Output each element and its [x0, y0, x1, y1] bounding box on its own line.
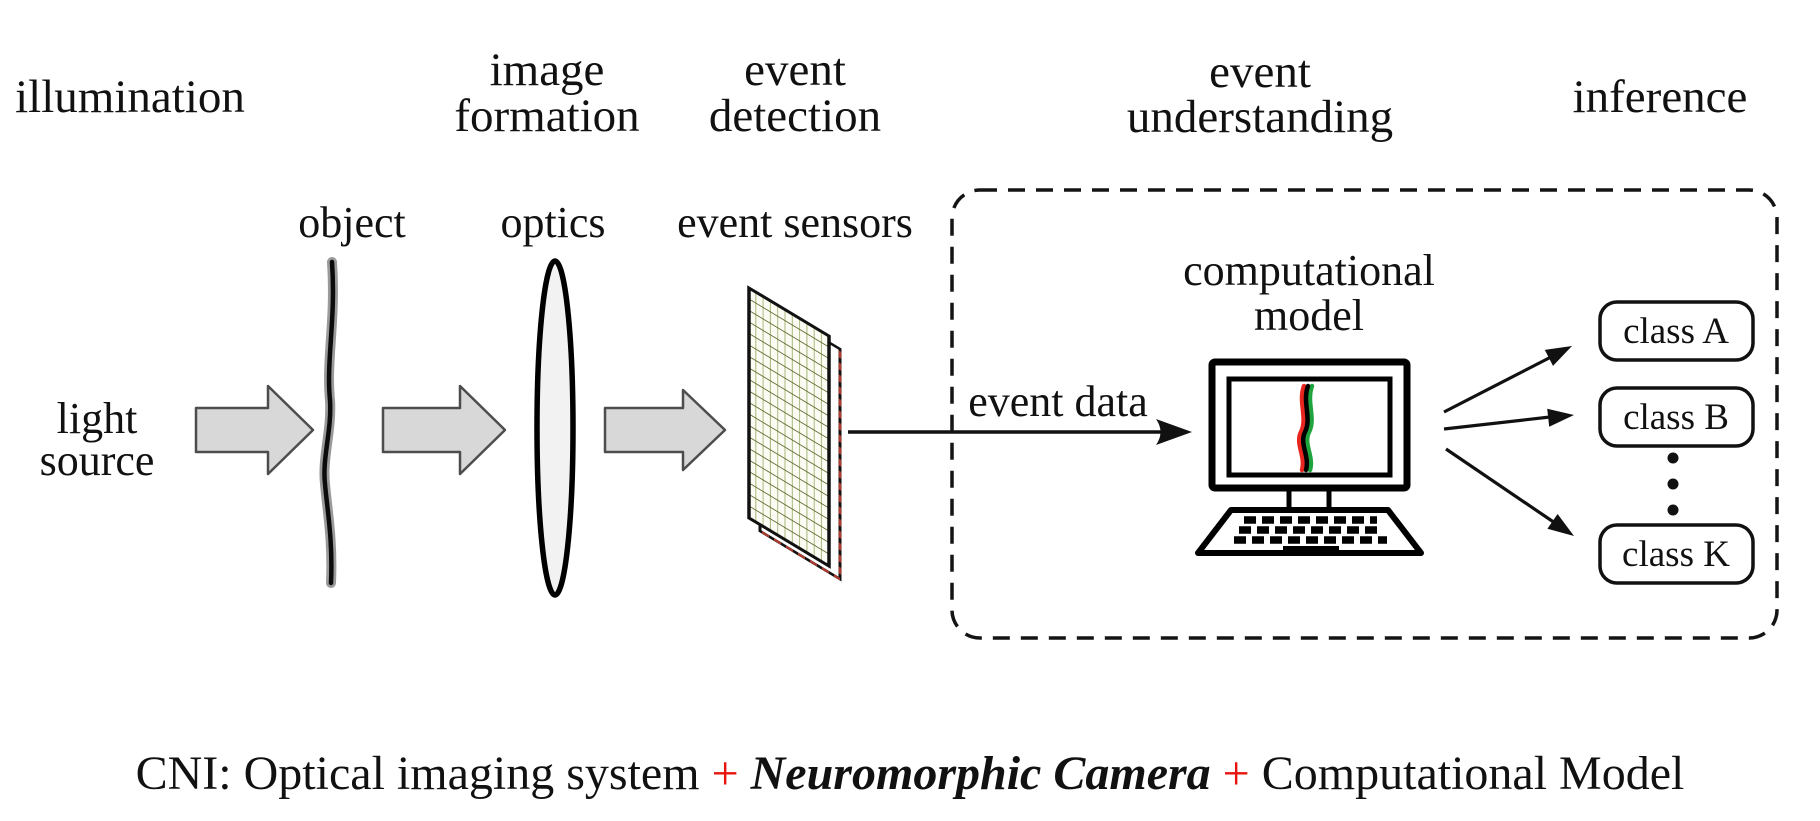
keyboard-keys: [1234, 516, 1387, 544]
pipeline-diagram: illumination image formation event detec…: [15, 44, 1779, 640]
caption-suffix: Computational Model: [1261, 747, 1685, 800]
caption-plus-1: +: [711, 747, 739, 800]
caption-plus-2: +: [1222, 747, 1250, 800]
class-fanout-arrows: [1443, 346, 1574, 536]
class-k-label: class K: [1622, 534, 1730, 575]
class-a-box: class A: [1598, 300, 1755, 362]
event-data-arrowhead-icon: [1156, 419, 1192, 445]
class-a-label: class A: [1623, 311, 1729, 352]
event-sensor-icon: [747, 285, 842, 582]
stage-labels: illumination image formation event detec…: [15, 44, 1747, 143]
object-wavy-line-core: [322, 259, 336, 586]
stage-label-image-formation: image formation: [454, 44, 639, 142]
caption-prefix: CNI: Optical imaging system: [135, 747, 700, 800]
light-source-label: light source: [40, 394, 155, 485]
light-source-label-line2: source: [40, 436, 155, 485]
component-labels: object optics event sensors: [298, 198, 913, 247]
arrow-to-class-a: [1443, 355, 1552, 414]
computational-model-label-line2: model: [1254, 291, 1364, 340]
stage-label-image-formation-line2: formation: [454, 90, 639, 142]
computational-model-label: computational model: [1183, 246, 1435, 340]
stage-label-event-understanding-line2: understanding: [1127, 91, 1393, 143]
class-boxes: class A class B class K: [1598, 300, 1755, 585]
class-b-label: class B: [1623, 397, 1729, 438]
block-arrow-icon-3: [603, 388, 727, 472]
arrow-to-class-b: [1443, 415, 1551, 431]
class-k-box: class K: [1598, 523, 1755, 585]
event-data-arrow: event data: [848, 377, 1192, 445]
stage-label-illumination: illumination: [15, 71, 245, 123]
optics-label: optics: [500, 198, 605, 247]
computational-model-label-line1: computational: [1183, 246, 1435, 295]
light-source-label-line1: light: [57, 394, 138, 443]
stage-label-event-detection-line1: event: [744, 44, 846, 96]
computer-icon: [1195, 358, 1424, 556]
stage-label-event-detection-line2: detection: [709, 90, 881, 142]
class-b-box: class B: [1598, 386, 1755, 448]
event-understanding-dashed-box: [950, 188, 1779, 640]
lens-icon: [534, 258, 576, 598]
event-sensors-label: event sensors: [677, 198, 913, 247]
stage-label-event-understanding: event understanding: [1127, 46, 1393, 143]
stage-label-event-understanding-line1: event: [1209, 46, 1311, 98]
block-arrows: [194, 384, 727, 476]
arrowhead-class-a-icon: [1544, 346, 1572, 366]
arrowhead-class-b-icon: [1547, 408, 1574, 427]
event-sensor-front-panel: [747, 285, 831, 569]
vertical-ellipsis-icon: [1667, 452, 1679, 516]
object-label: object: [298, 198, 406, 247]
screen-event-wave-icon: [1296, 383, 1315, 473]
keyboard-spacebar: [1283, 546, 1339, 552]
stage-label-inference: inference: [1573, 71, 1748, 123]
object-wavy-line-icon: [319, 257, 338, 588]
event-data-label: event data: [968, 377, 1148, 426]
stage-label-event-detection: event detection: [709, 44, 881, 142]
caption-neuromorphic-camera: Neuromorphic Camera: [750, 747, 1211, 800]
block-arrow-icon-1: [194, 384, 315, 476]
block-arrow-icon-2: [381, 384, 507, 476]
arrowhead-class-k-icon: [1547, 514, 1574, 536]
figure-caption: CNI: Optical imaging system + Neuromorph…: [0, 750, 1820, 798]
stage-label-image-formation-line1: image: [490, 44, 605, 96]
arrow-to-class-k: [1445, 447, 1556, 525]
